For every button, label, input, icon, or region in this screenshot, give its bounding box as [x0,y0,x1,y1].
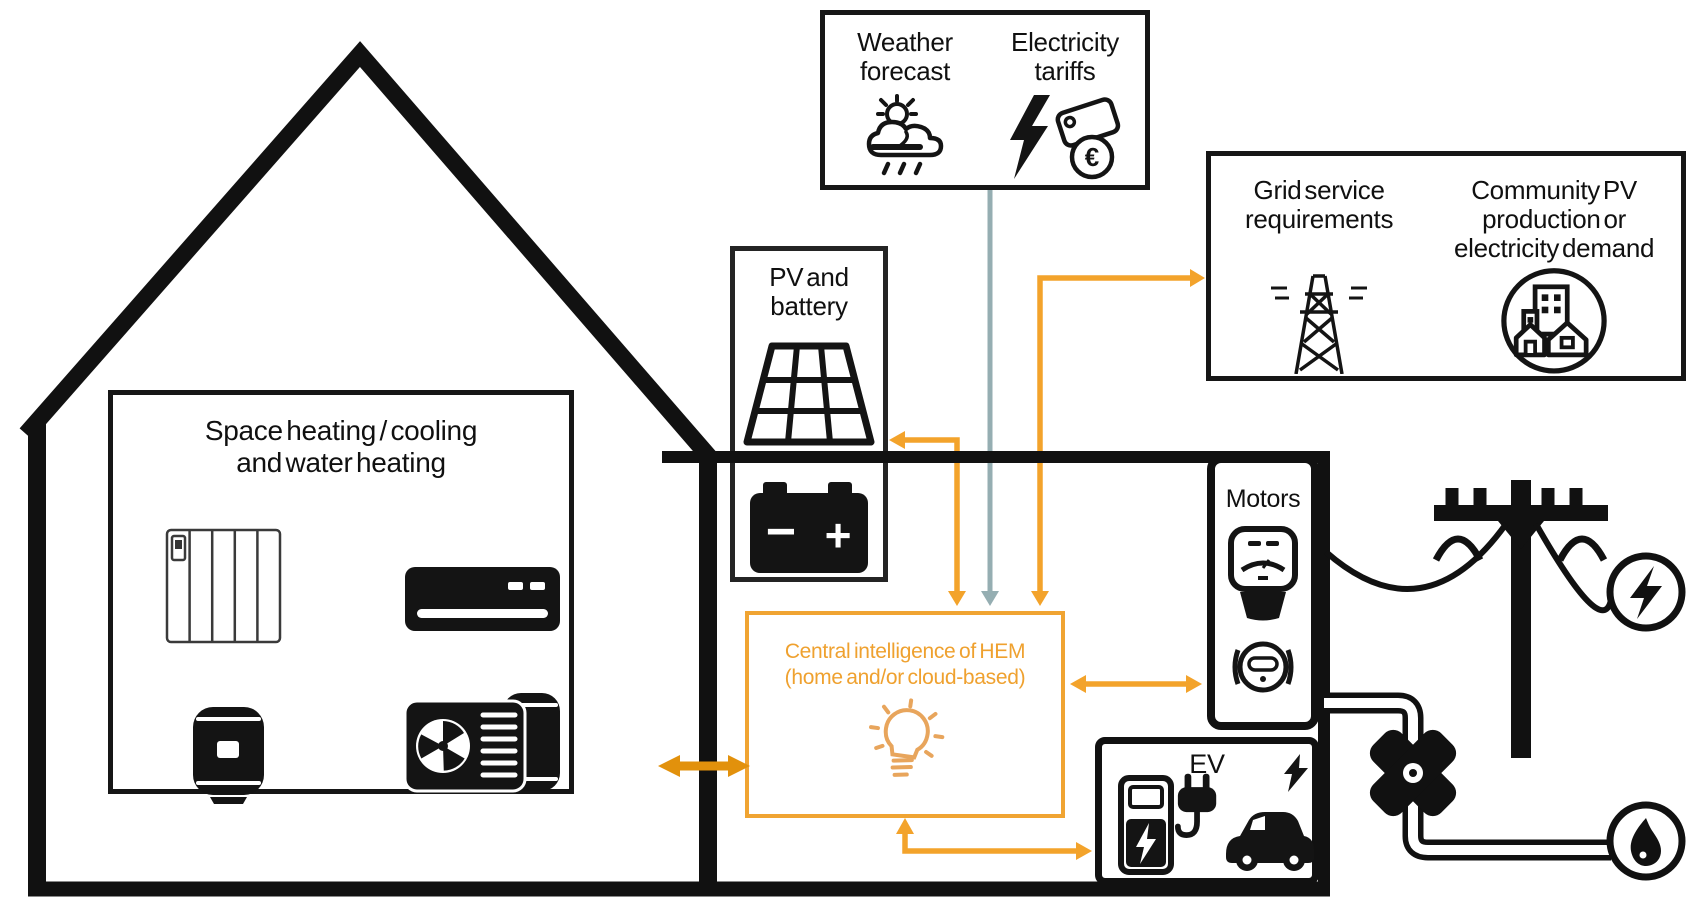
weather-tariffs-box: Weather forecast Electricity tariffs [820,10,1150,190]
lightning-circle-icon [1606,552,1686,632]
central-label-line2: (home and/or cloud-based) [784,665,1026,689]
arrow-central-to-pv [889,431,966,606]
solar-panel-icon [743,342,875,446]
power-line-wires [1324,522,1614,614]
ev-box: EV [1095,737,1319,885]
grid-label-line2: requirements [1245,204,1394,235]
air-conditioner-icon [405,567,560,631]
power-pole-icon [1432,480,1608,758]
weather-forecast-section: Weather forecast [825,27,985,185]
ev-charger-icon [1118,775,1174,875]
community-buildings-icon [1501,268,1607,374]
pump-meter-icon [1232,641,1294,693]
electricity-tariffs-section: Electricity tariffs € [985,27,1145,185]
flame-circle-icon [1606,801,1686,881]
radiator-icon [165,528,282,644]
pv-label-line1: PV and [769,262,849,292]
space-heating-label-line1: Space heating / cooling [204,415,478,446]
grid-community-box: Grid service requirements Community PV p… [1206,151,1686,381]
arrow-central-to-ev [896,818,1092,860]
battery-minus-terminal: − [766,503,796,561]
community-label-line3: electricity demand [1454,233,1655,264]
motors-box: Motors [1207,455,1319,730]
sun-cloud-rain-icon [866,94,944,176]
euro-symbol: € [1085,142,1099,172]
weather-label-line1: Weather [857,27,953,57]
arrow-weather-to-central [981,190,999,606]
lightning-price-tag-icon: € [1010,95,1121,180]
electric-car-icon [1226,754,1314,871]
community-pv-section: Community PV production or electricity d… [1427,175,1681,376]
space-heating-label-line2: and water heating [236,447,446,479]
tariffs-label-line1: Electricity [1011,27,1119,57]
central-intelligence-box: Central intelligence of HEM (home and/or… [745,611,1065,818]
community-label-line2: production or [1482,204,1627,235]
lightbulb-icon [869,698,945,778]
battery-plus-terminal: + [825,509,852,561]
gas-valve-icon [1369,729,1457,817]
heat-pump-icon [405,693,560,793]
grid-service-section: Grid service requirements [1211,175,1427,376]
motors-label: Motors [1225,485,1301,513]
grid-label-line1: Grid service [1253,175,1385,205]
space-heating-box: Space heating / cooling and water heatin… [108,390,574,804]
weather-label-line2: forecast [859,56,951,87]
pv-label-line2: battery [770,291,848,322]
tariffs-label-line2: tariffs [1034,56,1096,87]
water-heater-icon [193,707,264,804]
central-label-line1: Central intelligence of HEM [784,640,1026,663]
community-label-line1: Community PV [1471,175,1637,205]
battery-icon: − + [750,482,868,574]
arrow-central-to-motors [1070,675,1202,693]
electric-meter-icon [1228,526,1298,621]
gas-pipe [1324,692,1611,861]
transmission-tower-icon [1271,274,1368,375]
arrow-house-to-central [658,755,750,777]
pv-battery-box: PV and battery − + [730,246,888,582]
arrow-central-to-grid [1031,269,1205,606]
plug-icon [1175,773,1217,838]
